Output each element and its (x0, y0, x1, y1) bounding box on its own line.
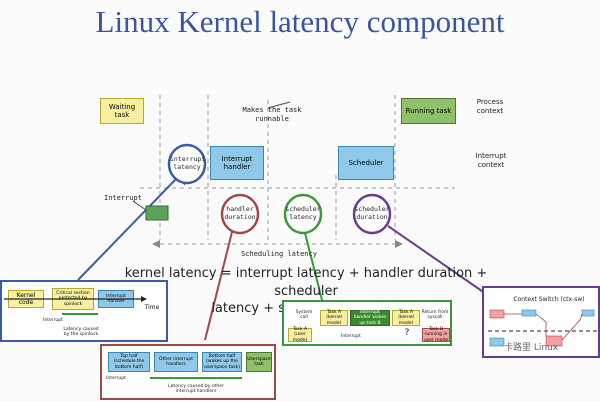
scheduling-arrowheads (152, 240, 403, 248)
purple-connector (387, 225, 493, 299)
runnable-arrow (267, 101, 291, 109)
red-panel-arrows (150, 377, 242, 379)
handler-duration-circle (220, 193, 260, 235)
spinlock-panel: Kernel code Critical section protected b… (0, 280, 168, 342)
task-a-user-box: Task A (user mode) (288, 326, 312, 343)
top-half-box: Top half (schedule the bottom half) (108, 352, 150, 372)
time-label: Time (144, 304, 160, 311)
equation-line-1: kernel latency = interrupt latency + han… (124, 266, 488, 299)
handler-wakes-label: Interrupt handler wakes up task B (353, 309, 387, 326)
scheduler-latency-label: scheduler latency (285, 205, 321, 222)
process-context-label: Process context (476, 98, 504, 115)
other-handlers-panel: Top half (schedule the bottom half) Othe… (100, 344, 276, 400)
interrupt-pointer (132, 200, 147, 211)
red-connector (204, 231, 233, 341)
waiting-task-label: Waiting task (108, 102, 136, 119)
scheduler-box: Scheduler (338, 146, 394, 180)
top-half-label: Top half (schedule the bottom half) (113, 353, 145, 370)
spinlock-interrupt-label: Interrupt (43, 318, 63, 323)
kernel-code-label: Kernel code (16, 291, 36, 306)
task-a-user-label: Task A (user mode) (292, 326, 308, 343)
green-interrupt-label: Interrupt (341, 334, 361, 339)
spinlock-arrows (4, 296, 147, 315)
return-syscall-label: Return from syscall (421, 310, 449, 321)
makes-runnable-label: Makes the task runnable (242, 106, 302, 123)
userspace-task-box: Userspace task (246, 352, 272, 372)
task-b-user-box: Task B running in user mode (422, 326, 450, 343)
scheduler-duration-circle (352, 193, 392, 235)
green-connector (304, 232, 323, 301)
blue-connector (77, 178, 177, 281)
red-interrupt-label: Interrupt (106, 376, 126, 381)
context-switch-panel: Context Switch (ctx-sw) 卡路里 Linux (482, 286, 600, 358)
handler-duration-label: handler duration (224, 205, 256, 222)
running-task-label: Running task (405, 106, 452, 115)
task-a-kernel-box: Task A (kernel mode) (320, 310, 348, 326)
spinlock-handler-label: Interrupt handler (106, 293, 126, 304)
context-switch-diagram (488, 309, 598, 347)
other-handlers-box: Other interrupt handlers (154, 352, 198, 372)
waiting-task-box: Waiting task (100, 98, 144, 124)
interrupt-context-label: Interrupt context (475, 152, 507, 169)
question-mark: ? (404, 328, 410, 338)
task-b-user-label: Task B running in user mode (423, 326, 448, 343)
red-caption: Latency caused by other interrupt handle… (168, 384, 224, 395)
scheduler-label: Scheduler (348, 158, 384, 167)
system-call-label: System call (295, 310, 313, 321)
scheduler-latency-panel: Task A (kernel mode) Interrupt handler w… (282, 300, 452, 346)
slide-title: Linux Kernel latency component (95, 4, 505, 39)
interrupt-chip-icon (145, 205, 169, 221)
context-switch-title: Context Switch (ctx-sw) (513, 296, 585, 303)
interrupt-handler-label: Interrupt handler (221, 154, 253, 171)
interrupt-label: Interrupt (104, 194, 142, 202)
task-a-kernel-label: Task A (kernel mode) (326, 309, 342, 326)
interrupt-latency-label: interrupt latency (170, 155, 206, 172)
task-a-kernel2-box: Task A (kernel mode) (392, 310, 420, 326)
scheduler-duration-label: scheduler duration (354, 205, 390, 222)
running-task-box: Running task (401, 98, 456, 124)
interrupt-handler-box: Interrupt handler (210, 146, 264, 180)
task-a-kernel2-label: Task A (kernel mode) (398, 309, 414, 326)
other-handlers-label: Other interrupt handlers (159, 356, 193, 367)
bottom-half-box: Bottom half (wakes up the userspace task… (202, 352, 242, 372)
handler-wakes-box: Interrupt handler wakes up task B (350, 310, 390, 326)
interrupt-latency-circle (167, 143, 207, 185)
scheduler-latency-circle (283, 193, 323, 235)
scheduling-latency-label: Scheduling latency (241, 250, 317, 258)
bottom-half-label: Bottom half (wakes up the userspace task… (204, 353, 240, 370)
spinlock-caption: Latency caused by the spinlock (63, 327, 99, 338)
userspace-task-label: Userspace task (247, 356, 271, 367)
watermark-text: 卡路里 Linux (504, 343, 559, 353)
